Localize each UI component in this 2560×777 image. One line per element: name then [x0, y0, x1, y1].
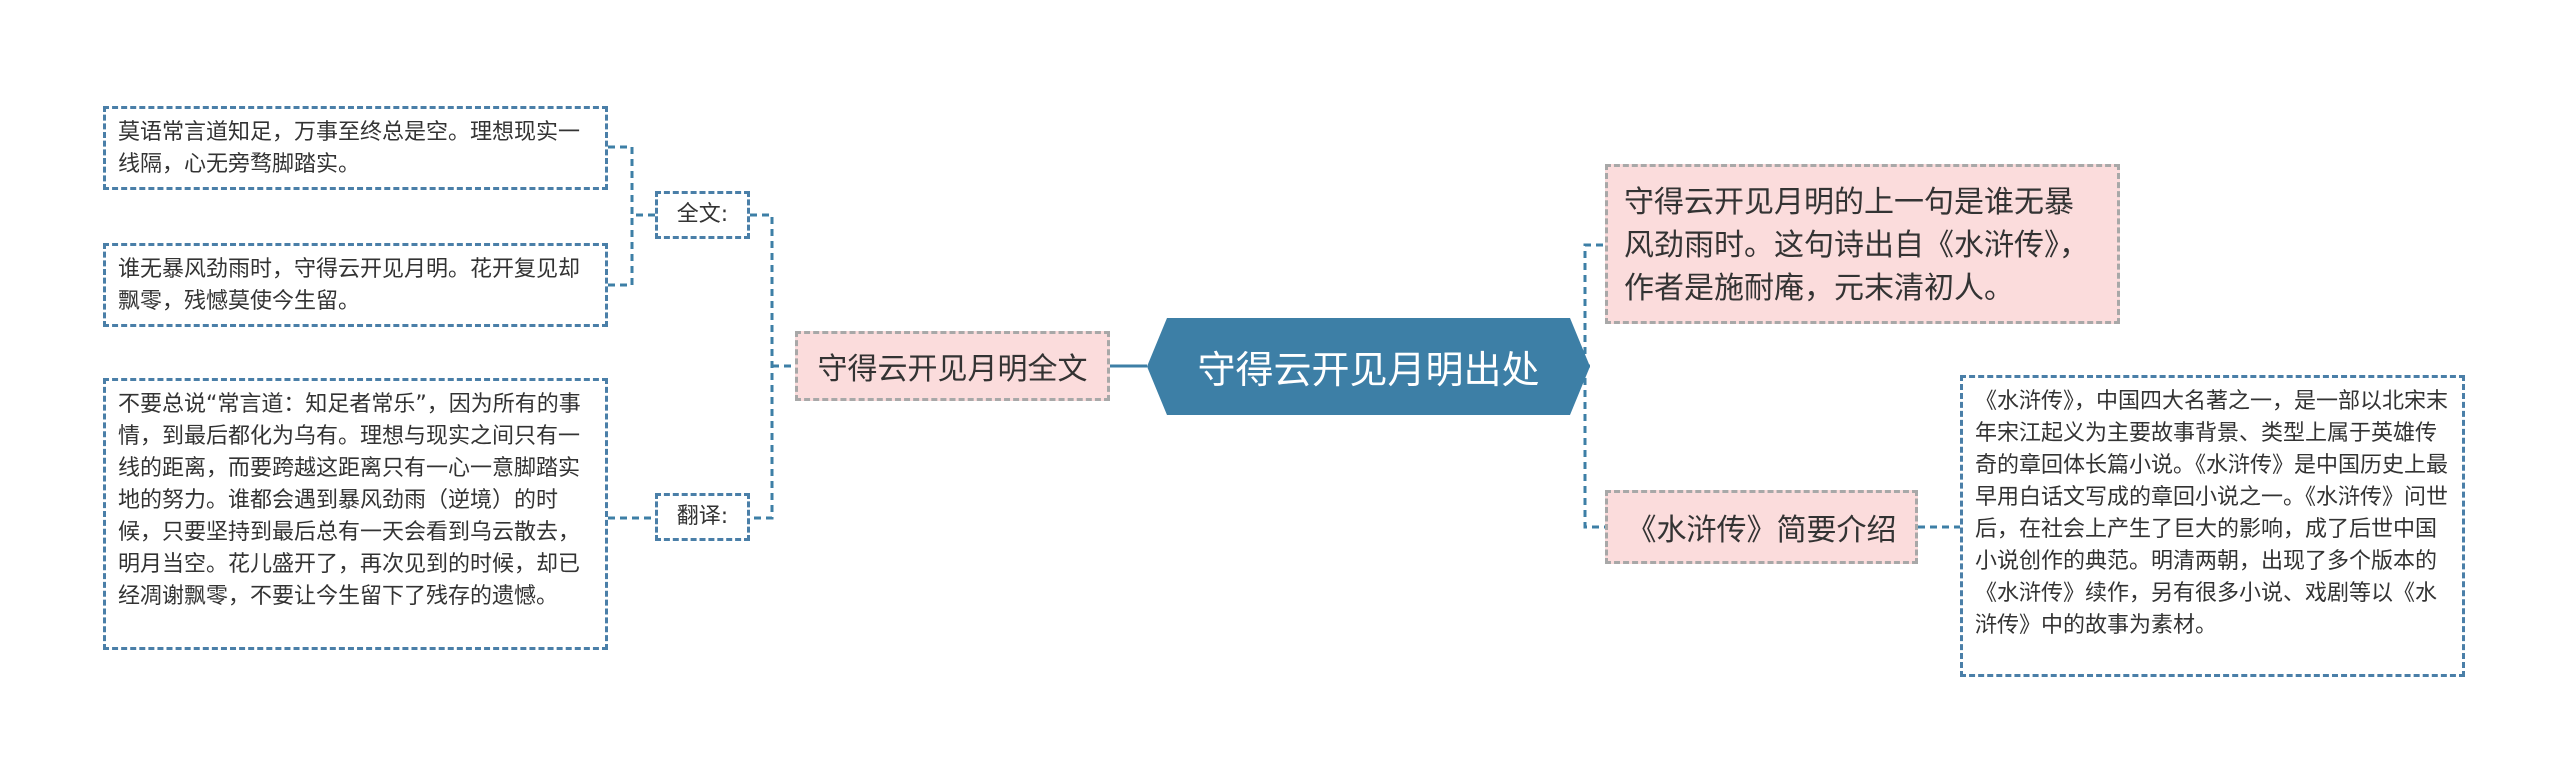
connector-quanwen-leaf2 — [608, 215, 634, 287]
connector-quanwen-leaf1 — [608, 145, 655, 217]
connector-groups-branch — [750, 213, 795, 520]
intro-branch: 《水浒传》简要介绍 — [1605, 490, 1918, 564]
root-node: 守得云开见月明出处 — [1147, 318, 1590, 415]
leaf-quanwen-1: 莫语常言道知足，万事至终总是空。理想现实一线隔，心无旁骛脚踏实。 — [103, 106, 608, 190]
answer-node: 守得云开见月明的上一句是谁无暴风劲雨时。这句诗出自《水浒传》，作者是施耐庵，元末… — [1605, 164, 2120, 324]
leaf-quanwen-2: 谁无暴风劲雨时，守得云开见月明。花开复见却飘零，残憾莫使今生留。 — [103, 243, 608, 327]
root-shape — [1147, 318, 1590, 415]
connector-root-right — [1583, 243, 1605, 529]
branch-full-text: 守得云开见月明全文 — [795, 331, 1110, 401]
leaf-fanyi: 不要总说“常言道：知足者常乐”，因为所有的事情，到最后都化为乌有。理想与现实之间… — [103, 378, 608, 650]
group-label-quanwen: 全文: — [655, 191, 750, 239]
group-label-fanyi: 翻译: — [655, 493, 750, 541]
intro-detail: 《水浒传》，中国四大名著之一，是一部以北宋末年宋江起义为主要故事背景、类型上属于… — [1960, 375, 2465, 677]
root-title: 守得云开见月明出处 — [1197, 348, 1540, 392]
